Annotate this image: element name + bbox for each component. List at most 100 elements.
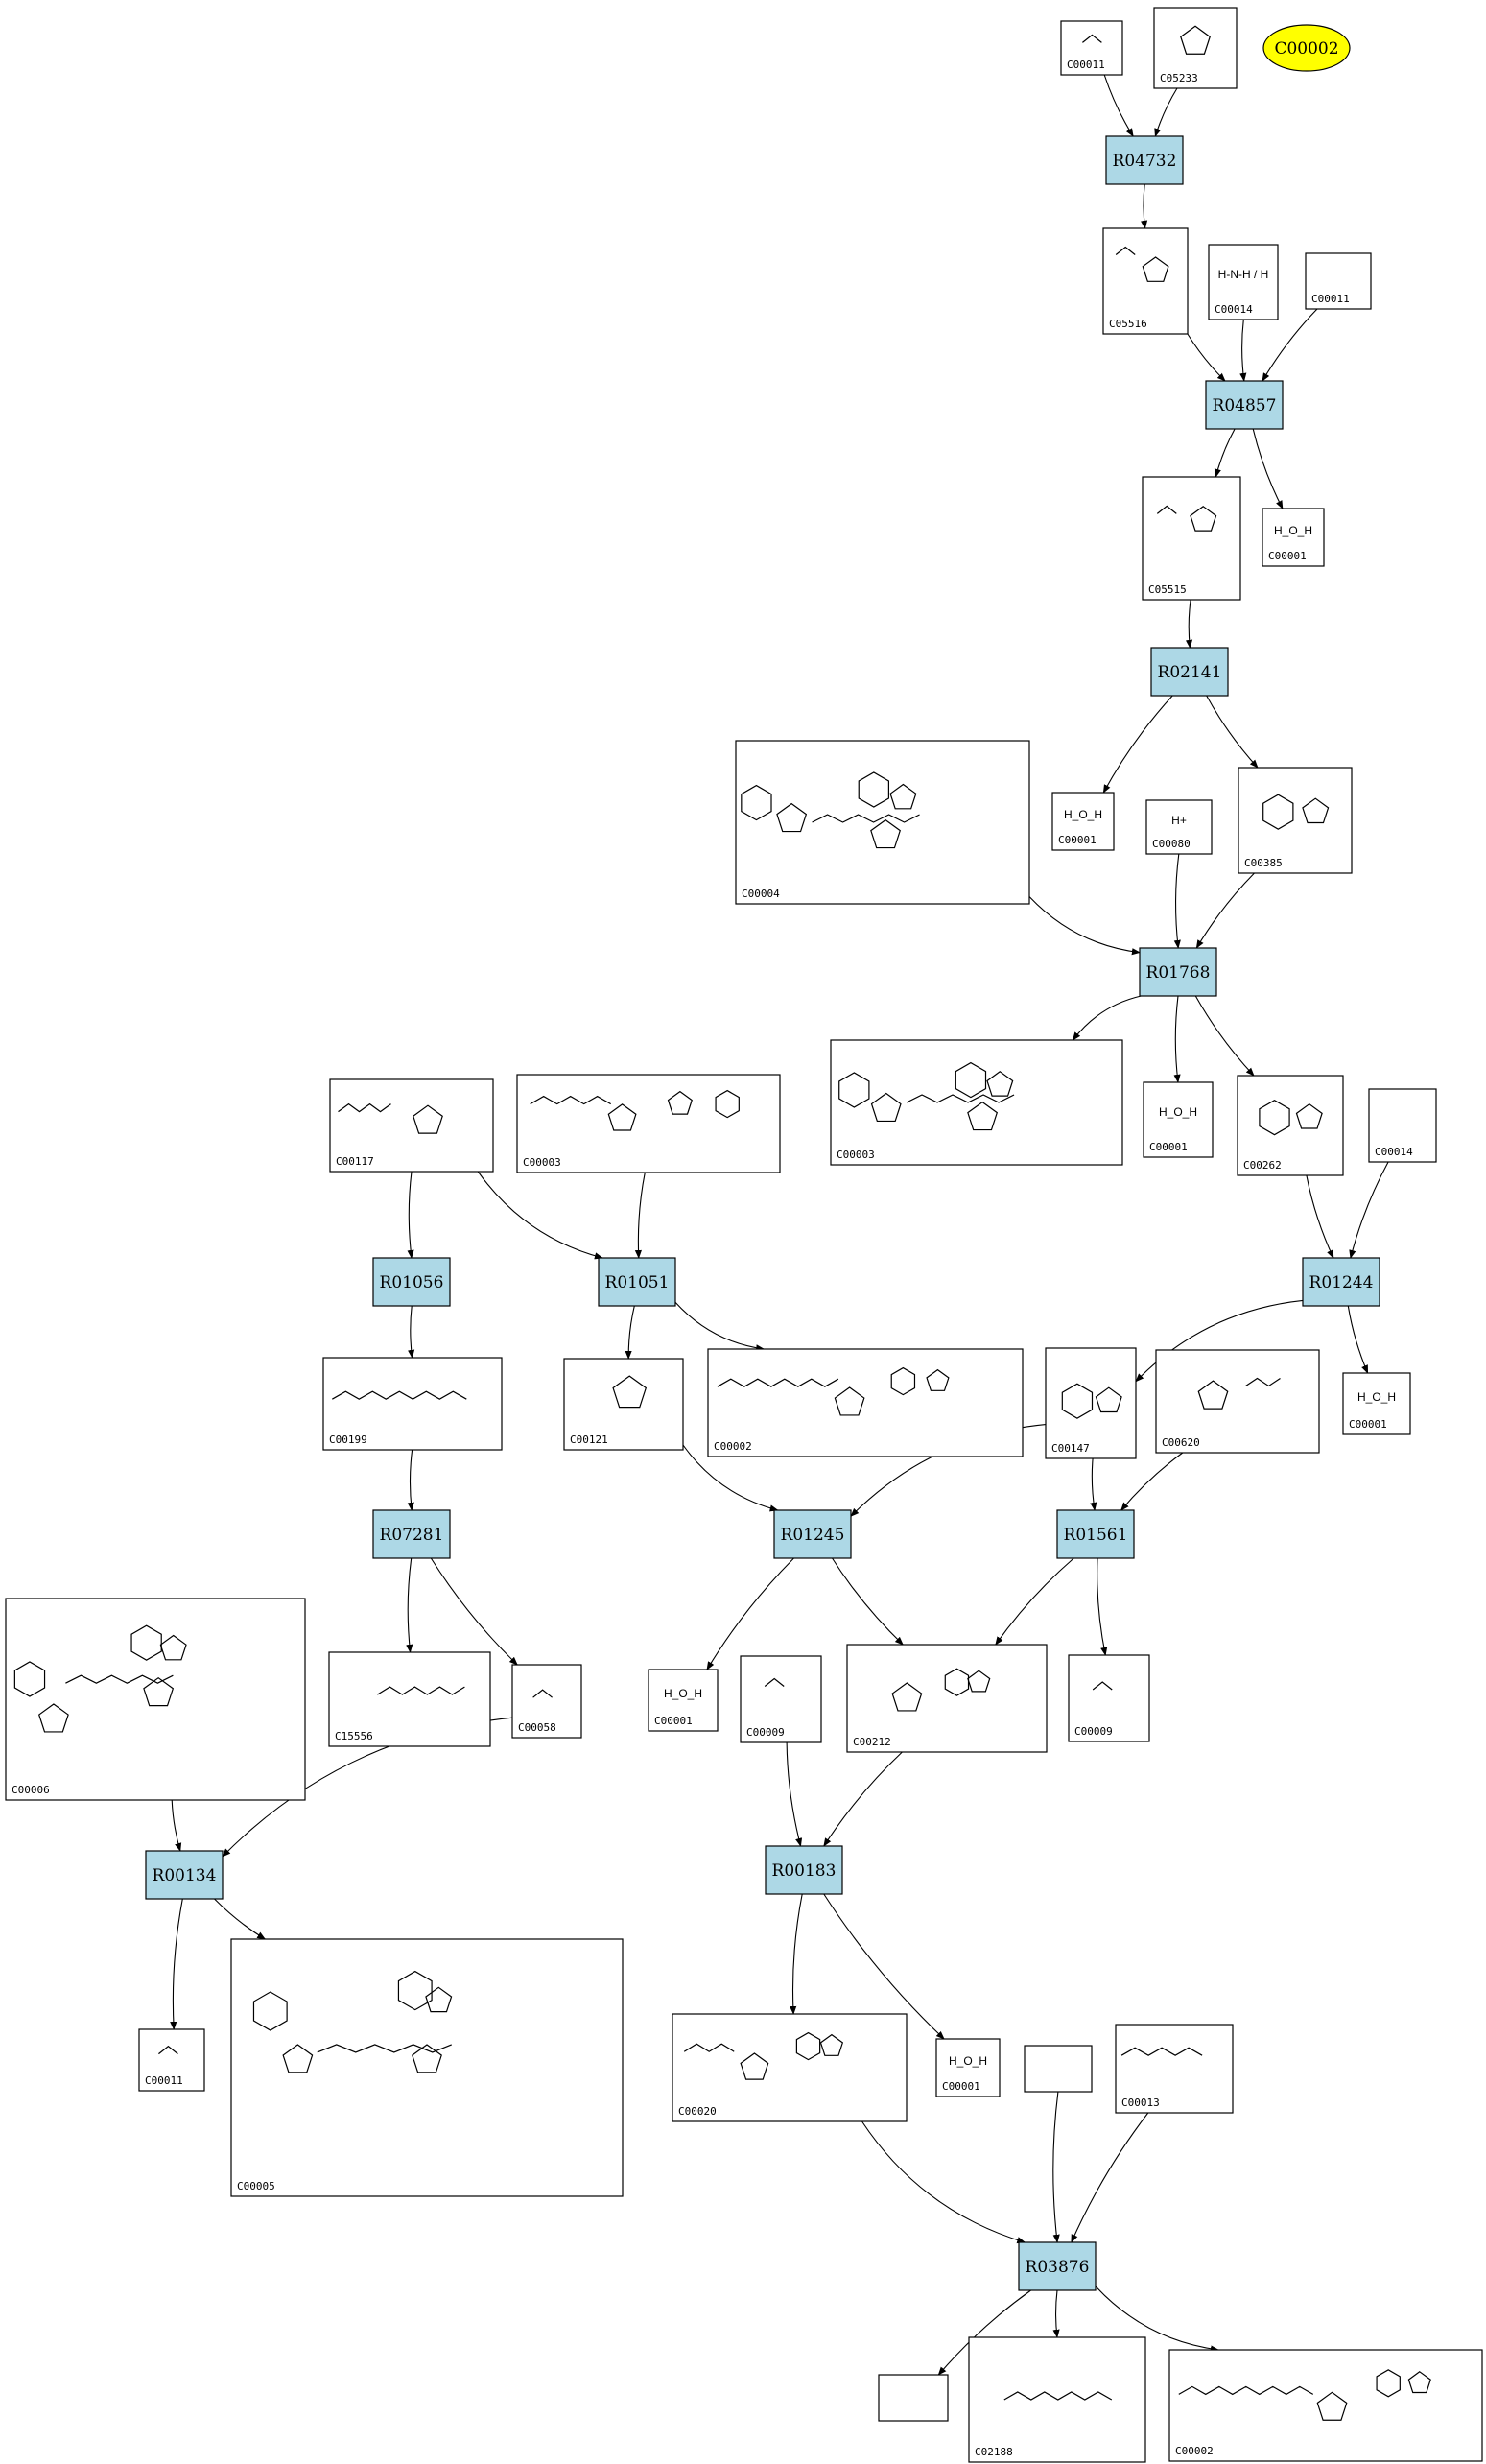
compound-box-C00003a[interactable] bbox=[830, 1039, 1123, 1166]
compound-box-C00004[interactable] bbox=[735, 740, 1030, 905]
compound-label: C00212 bbox=[853, 1736, 891, 1748]
compound-box-C00147[interactable] bbox=[1045, 1347, 1137, 1459]
reaction-label: R00134 bbox=[153, 1866, 217, 1885]
compound-label: C00004 bbox=[742, 888, 780, 900]
compound-box-C00014b[interactable] bbox=[1368, 1088, 1437, 1163]
edges bbox=[170, 74, 1389, 2376]
reaction-R00183[interactable]: R00183 bbox=[765, 1845, 843, 1895]
compound-box-C00014a[interactable] bbox=[1208, 244, 1279, 320]
compound-box-C00199[interactable] bbox=[322, 1357, 503, 1451]
compound-box-C00001d[interactable] bbox=[1342, 1372, 1411, 1435]
reaction-label: R07281 bbox=[380, 1526, 444, 1545]
highlight-node[interactable]: C00002 bbox=[1262, 24, 1351, 72]
edge-C00014a-R04857 bbox=[1239, 319, 1247, 382]
reaction-R04732[interactable]: R04732 bbox=[1105, 135, 1184, 185]
compound-box-C00006[interactable] bbox=[5, 1598, 306, 1801]
reaction-label: R01245 bbox=[781, 1526, 845, 1545]
reaction-R01056[interactable]: R01056 bbox=[372, 1257, 451, 1307]
edge-C00014b-R01244 bbox=[1349, 1161, 1389, 1259]
edge-C00013-R03876 bbox=[1071, 2112, 1149, 2243]
compound-label: C00009 bbox=[746, 1726, 785, 1739]
compound-box-C00013[interactable] bbox=[1115, 2024, 1234, 2114]
compound-box-C05233[interactable] bbox=[1153, 7, 1238, 89]
edge-R01056-C00199 bbox=[408, 1305, 415, 1359]
compound-box-C00080[interactable] bbox=[1145, 799, 1213, 855]
reaction-label: R01051 bbox=[605, 1273, 670, 1292]
compound-box-C05515[interactable] bbox=[1142, 476, 1241, 601]
structure-C02188 bbox=[1003, 2391, 1113, 2401]
structure-C00003b bbox=[530, 1089, 740, 1131]
compound-label: C02188 bbox=[975, 2446, 1013, 2458]
compound-box-C00011[interactable] bbox=[1060, 20, 1123, 76]
compound-box-C00020[interactable] bbox=[672, 2013, 908, 2122]
compound-box-C00011b[interactable] bbox=[1305, 252, 1372, 310]
reaction-R01768[interactable]: R01768 bbox=[1139, 947, 1217, 997]
compound-label: C00117 bbox=[336, 1155, 374, 1168]
edge-C05515-R02141 bbox=[1185, 599, 1193, 649]
compound-label: C00011 bbox=[1067, 59, 1105, 71]
edge-C00003b-R01051 bbox=[634, 1172, 646, 1259]
reaction-R02141[interactable]: R02141 bbox=[1150, 647, 1229, 697]
edge-C05516-R04857 bbox=[1187, 333, 1226, 382]
compound-box-C00009b[interactable] bbox=[1068, 1654, 1150, 1742]
compound-box-C00262[interactable] bbox=[1237, 1075, 1344, 1176]
compound-label: C00262 bbox=[1243, 1159, 1282, 1172]
compound-box-blank2[interactable] bbox=[878, 2374, 949, 2422]
structure-C00117 bbox=[338, 1102, 443, 1134]
structure-C00013 bbox=[1120, 2047, 1203, 2056]
formula-text: H_O_H bbox=[949, 2054, 987, 2068]
compound-box-C15556[interactable] bbox=[328, 1651, 491, 1747]
structure-C00212 bbox=[891, 1668, 991, 1712]
edge-R07281-C00058 bbox=[430, 1557, 518, 1666]
edge-C00117-R01056 bbox=[407, 1171, 414, 1259]
compound-box-C00001c[interactable] bbox=[1143, 1081, 1214, 1158]
reaction-R03876[interactable]: R03876 bbox=[1018, 2241, 1097, 2291]
structure-C00020 bbox=[683, 2031, 844, 2080]
edge-C00080-R01768 bbox=[1173, 853, 1181, 949]
reaction-R01561[interactable]: R01561 bbox=[1056, 1509, 1135, 1559]
compound-box-C00002b[interactable] bbox=[1168, 2349, 1483, 2462]
reaction-label: R01561 bbox=[1064, 1526, 1128, 1545]
reaction-R01244[interactable]: R01244 bbox=[1302, 1257, 1380, 1307]
compound-box-C00001a[interactable] bbox=[1262, 508, 1325, 567]
highlight-label: C00002 bbox=[1274, 39, 1338, 59]
compound-box-C00058[interactable] bbox=[511, 1664, 582, 1739]
reaction-R07281[interactable]: R07281 bbox=[372, 1509, 451, 1559]
edge-C00620-R01561 bbox=[1120, 1452, 1184, 1511]
compound-box-C00001e[interactable] bbox=[648, 1669, 719, 1732]
compound-box-C00011c[interactable] bbox=[138, 2028, 205, 2092]
compound-label: C00121 bbox=[570, 1433, 608, 1446]
edge-C00385-R01768 bbox=[1195, 872, 1255, 949]
reaction-R00134[interactable]: R00134 bbox=[145, 1850, 224, 1900]
edge-C00011-R04732 bbox=[1103, 74, 1134, 137]
compound-box-C00117[interactable] bbox=[329, 1078, 494, 1173]
compound-box-C00005[interactable] bbox=[230, 1938, 624, 2197]
compound-label: C00058 bbox=[518, 1721, 556, 1734]
edge-R03876-blank2 bbox=[937, 2289, 1031, 2376]
reaction-R01051[interactable]: R01051 bbox=[598, 1257, 676, 1307]
compound-label: C00003 bbox=[837, 1149, 875, 1161]
compound-box-C00620[interactable] bbox=[1155, 1349, 1320, 1454]
compound-box-C00212[interactable] bbox=[846, 1644, 1048, 1753]
structure-C00003a bbox=[838, 1061, 1015, 1131]
compound-box-C00001b[interactable] bbox=[1051, 792, 1115, 851]
compound-box-blank1[interactable] bbox=[1024, 2045, 1093, 2093]
reaction-R04857[interactable]: R04857 bbox=[1205, 380, 1284, 430]
structure-C05516 bbox=[1115, 246, 1169, 282]
formula-text: H_O_H bbox=[1274, 524, 1312, 537]
compound-box-C00121[interactable] bbox=[563, 1358, 684, 1451]
reaction-R01245[interactable]: R01245 bbox=[773, 1509, 852, 1559]
compound-box-C00001f[interactable] bbox=[935, 2038, 1001, 2097]
compound-label: C00011 bbox=[1311, 293, 1350, 305]
compound-box-C00003b[interactable] bbox=[516, 1074, 781, 1173]
structure-C00004 bbox=[741, 771, 920, 849]
edge-C00262-R01244 bbox=[1306, 1174, 1334, 1259]
edge-C00199-R07281 bbox=[407, 1449, 414, 1511]
edge-R01768-C00001c bbox=[1173, 995, 1181, 1083]
compound-box-C00009a[interactable] bbox=[740, 1655, 822, 1743]
compound-label: C00009 bbox=[1074, 1725, 1113, 1738]
structure-C00005 bbox=[252, 1970, 453, 2073]
compound-box-C00385[interactable] bbox=[1238, 767, 1353, 874]
compound-box-C05516[interactable] bbox=[1102, 227, 1189, 335]
compound-box-C00002a[interactable] bbox=[707, 1348, 1024, 1457]
